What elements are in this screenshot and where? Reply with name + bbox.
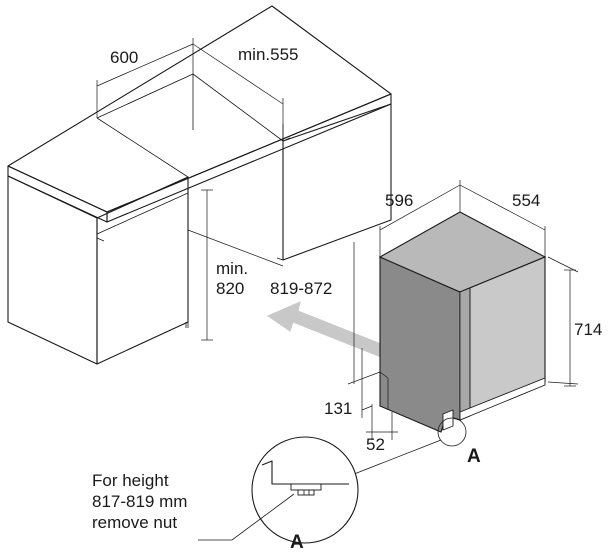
countertop-dimensions bbox=[96, 38, 284, 141]
detail-view-marker-label: A bbox=[290, 532, 304, 553]
detail-callout bbox=[343, 417, 467, 479]
opening-range-label: 819-872 bbox=[270, 279, 332, 298]
countertop bbox=[7, 5, 392, 223]
note-line-3: remove nut bbox=[92, 513, 178, 532]
cabinet-width-label: 600 bbox=[110, 48, 138, 67]
note-line-1: For height bbox=[92, 471, 169, 490]
opening-min-label-line1: min. bbox=[216, 259, 248, 278]
right-cabinet bbox=[276, 103, 392, 261]
appliance-width-label: 596 bbox=[385, 191, 413, 210]
detail-note: For height 817-819 mm remove nut bbox=[92, 470, 262, 533]
opening-min-label-line2: 820 bbox=[216, 279, 244, 298]
appliance-depth-label: 554 bbox=[512, 191, 540, 210]
left-cabinet bbox=[7, 175, 189, 365]
appliance-height-label: 714 bbox=[574, 320, 602, 339]
note-line-2: 817-819 mm bbox=[92, 492, 188, 511]
detail-marker-label: A bbox=[467, 446, 481, 467]
insert-arrow bbox=[266, 301, 387, 358]
cabinet-depth-label: min.555 bbox=[238, 45, 298, 64]
foot-depth-label: 52 bbox=[366, 435, 385, 454]
foot-dimensions bbox=[347, 242, 398, 440]
dishwasher bbox=[378, 211, 547, 433]
opening-height-dimension bbox=[187, 189, 284, 341]
foot-height-label: 131 bbox=[324, 399, 352, 418]
detail-a-view bbox=[198, 436, 359, 544]
appliance-dimensions bbox=[379, 180, 579, 387]
